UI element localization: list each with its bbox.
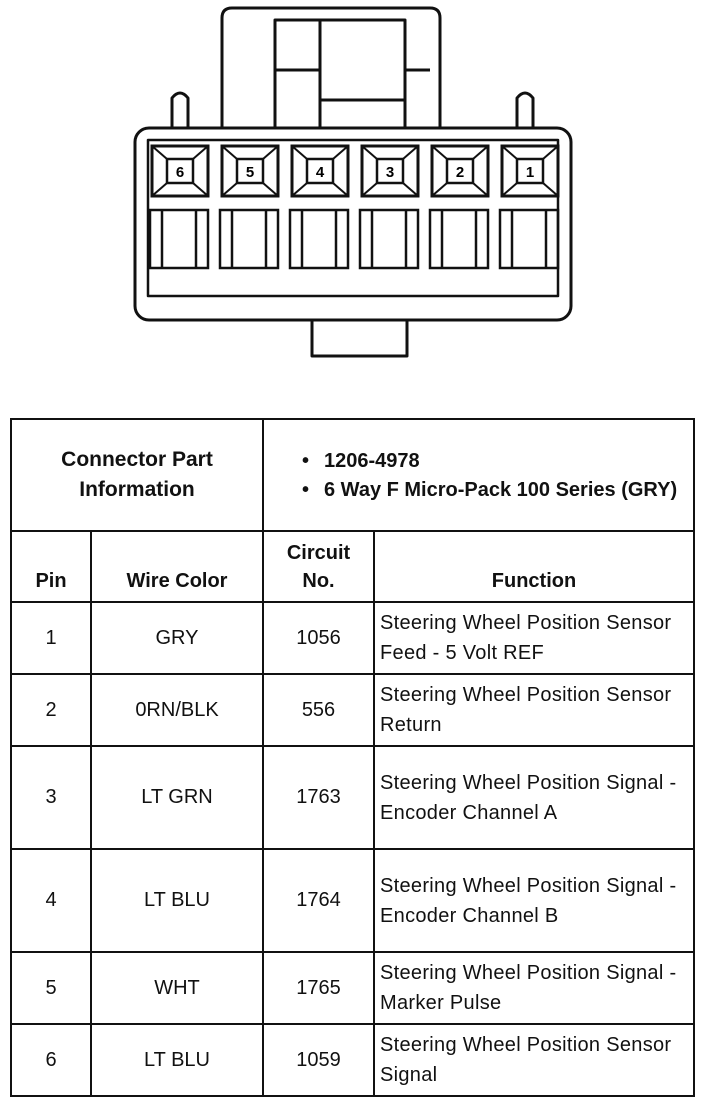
function-cell: Steering Wheel Position Sensor Feed - 5 … [372, 601, 696, 675]
wire-color-cell: LT BLU [90, 848, 264, 953]
pin-cavity-1: 1 [500, 144, 560, 198]
connector-part-details: 1206-4978 6 Way F Micro-Pack 100 Series … [261, 418, 696, 532]
connector-face-diagram: 6 5 4 3 2 1 [0, 0, 704, 380]
pin-number-label: 4 [316, 164, 325, 181]
part-label-line1: Connector Part [61, 448, 213, 471]
table-row: 4 LT BLU 1764 Steering Wheel Position Si… [10, 848, 696, 953]
function-cell: Steering Wheel Position Signal - Encoder… [372, 848, 696, 953]
pin-header: Pin [10, 530, 92, 603]
lock-slot [358, 208, 420, 270]
circuit-cell: 1763 [262, 745, 375, 850]
function-cell: Steering Wheel Position Sensor Return [372, 673, 696, 747]
wire-color-header: Wire Color [90, 530, 264, 603]
lock-slot [428, 208, 490, 270]
pin-cavity-5: 5 [220, 144, 280, 198]
part-info-row: Connector Part Information 1206-4978 6 W… [10, 418, 696, 532]
table-header-row: Pin Wire Color Circuit No. Function [10, 530, 696, 603]
lock-slot [218, 208, 280, 270]
table-row: 2 0RN/BLK 556 Steering Wheel Position Se… [10, 673, 696, 747]
part-description: 6 Way F Micro-Pack 100 Series (GRY) [302, 476, 693, 505]
circuit-header: Circuit No. [262, 530, 375, 603]
wire-color-cell: 0RN/BLK [90, 673, 264, 747]
circuit-header-line2: No. [302, 570, 335, 592]
connector-key [310, 320, 409, 358]
wire-color-cell: WHT [90, 951, 264, 1025]
table-row: 5 WHT 1765 Steering Wheel Position Signa… [10, 951, 696, 1025]
pin-number-label: 6 [176, 164, 184, 181]
pin-number-label: 5 [246, 164, 254, 181]
circuit-cell: 1764 [262, 848, 375, 953]
pin-cell: 6 [10, 1023, 92, 1097]
pin-cavity-3: 3 [360, 144, 420, 198]
pin-cell: 5 [10, 951, 92, 1025]
pin-cell: 1 [10, 601, 92, 675]
pin-number-label: 3 [386, 164, 394, 181]
pin-cavity-6: 6 [150, 144, 210, 198]
pin-cell: 3 [10, 745, 92, 850]
connector-body [133, 126, 573, 322]
function-cell: Steering Wheel Position Sensor Signal [372, 1023, 696, 1097]
circuit-header-line1: Circuit [286, 542, 351, 564]
connector-latch [220, 6, 442, 128]
wire-color-cell: LT BLU [90, 1023, 264, 1097]
lock-slot [288, 208, 350, 270]
connector-right-tab [515, 91, 535, 128]
lock-slot [148, 208, 210, 270]
circuit-cell: 556 [262, 673, 375, 747]
circuit-cell: 1059 [262, 1023, 375, 1097]
pin-cell: 2 [10, 673, 92, 747]
table-row: 1 GRY 1056 Steering Wheel Position Senso… [10, 601, 696, 675]
pin-cavity-2: 2 [430, 144, 490, 198]
connector-info-table: Connector Part Information 1206-4978 6 W… [10, 418, 696, 1097]
wire-color-cell: LT GRN [90, 745, 264, 850]
function-cell: Steering Wheel Position Signal - Encoder… [372, 745, 696, 850]
function-header: Function [372, 530, 696, 603]
function-cell: Steering Wheel Position Signal - Marker … [372, 951, 696, 1025]
connector-left-tab [170, 91, 190, 128]
terminal-cavities: 6 5 4 3 2 1 [150, 144, 560, 198]
terminal-lock-slots [148, 208, 560, 270]
part-label-line2: Information [79, 478, 195, 501]
table-row: 6 LT BLU 1059 Steering Wheel Position Se… [10, 1023, 696, 1097]
connector-drawing: 6 5 4 3 2 1 [133, 6, 573, 358]
connector-part-label: Connector Part Information [10, 418, 264, 532]
pin-number-label: 2 [456, 164, 464, 181]
wire-color-cell: GRY [90, 601, 264, 675]
part-number: 1206-4978 [302, 447, 693, 476]
table-row: 3 LT GRN 1763 Steering Wheel Position Si… [10, 745, 696, 850]
circuit-cell: 1056 [262, 601, 375, 675]
pin-cell: 4 [10, 848, 92, 953]
lock-slot [498, 208, 560, 270]
pin-cavity-4: 4 [290, 144, 350, 198]
circuit-cell: 1765 [262, 951, 375, 1025]
pin-number-label: 1 [526, 164, 534, 181]
